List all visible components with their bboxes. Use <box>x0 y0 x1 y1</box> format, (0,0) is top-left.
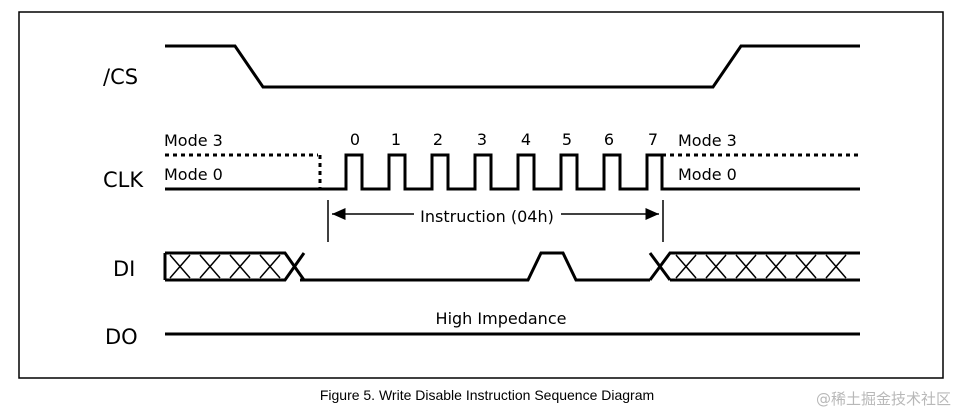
cs-waveform <box>165 44 860 89</box>
clock-number-6: 6 <box>604 130 614 149</box>
clk-mode3-right: Mode 3 <box>678 131 737 150</box>
do-high-impedance-label: High Impedance <box>436 309 567 328</box>
clock-number-0: 0 <box>350 130 360 149</box>
signal-label-do: DO <box>105 325 138 349</box>
clock-number-7: 7 <box>648 130 658 149</box>
clk-mode0-left: Mode 0 <box>164 165 223 184</box>
signal-label-cs: /CS <box>103 65 138 89</box>
clock-number-3: 3 <box>477 130 487 149</box>
signal-label-di: DI <box>113 257 135 281</box>
clock-number-5: 5 <box>562 130 572 149</box>
figure-caption: Figure 5. Write Disable Instruction Sequ… <box>320 387 654 403</box>
signal-label-clk: CLK <box>103 168 144 192</box>
watermark: @稀土掘金技术社区 <box>816 390 951 408</box>
clk-mode0-right: Mode 0 <box>678 165 737 184</box>
figure-frame <box>18 11 944 379</box>
clk-mode3-left: Mode 3 <box>164 131 223 150</box>
clk-waveform <box>165 153 860 191</box>
clock-number-2: 2 <box>433 130 443 149</box>
clock-number-4: 4 <box>521 130 531 149</box>
clock-number-1: 1 <box>391 130 401 149</box>
instruction-label: Instruction (04h) <box>420 207 554 226</box>
di-waveform <box>163 251 860 282</box>
